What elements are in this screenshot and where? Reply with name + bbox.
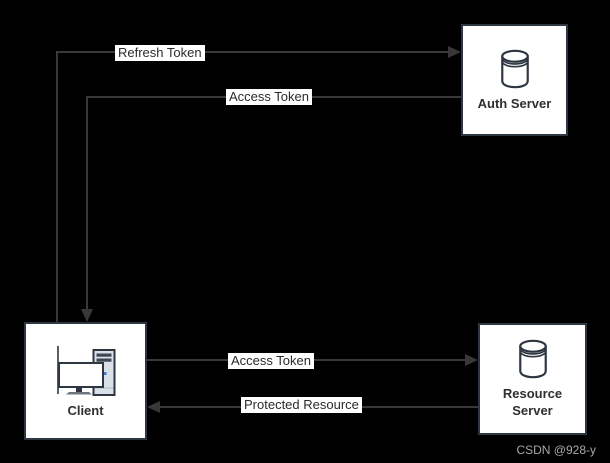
csdn-watermark: CSDN @928-y — [516, 443, 596, 457]
edge-label-access-token-to-resource: Access Token — [228, 353, 314, 369]
edge-label-refresh-token: Refresh Token — [115, 45, 205, 61]
edge-protected-resource-arrowhead — [147, 401, 160, 413]
edge-access-token-to-resource-arrowhead — [465, 354, 478, 366]
database-icon — [518, 339, 547, 379]
edge-refresh-token-arrowhead — [448, 46, 461, 58]
edge-label-access-token-to-client: Access Token — [226, 89, 312, 105]
client-label: Client — [67, 402, 104, 418]
node-auth-server: Auth Server — [461, 24, 568, 136]
auth-server-label: Auth Server — [477, 95, 552, 111]
edge-access-token-to-client-line — [86, 96, 461, 310]
resource-server-label: Resource Server — [502, 386, 563, 418]
node-client: Client — [24, 322, 147, 440]
edge-label-protected-resource: Protected Resource — [241, 397, 362, 413]
node-resource-server: Resource Server — [478, 323, 587, 435]
edge-access-token-to-client-arrowhead — [81, 309, 93, 322]
edge-refresh-token-line — [56, 51, 449, 322]
computer-icon — [56, 345, 115, 396]
database-icon — [500, 49, 529, 88]
